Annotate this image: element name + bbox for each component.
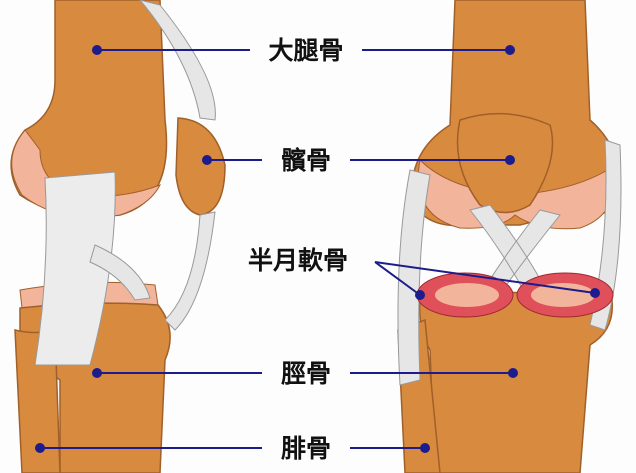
label-femur: 大腿骨 xyxy=(268,36,343,65)
side-collateral-ligament xyxy=(34,171,116,366)
side-cruciate-band xyxy=(89,244,151,301)
front-view-knee xyxy=(397,0,622,473)
front-tibia xyxy=(418,291,614,473)
label-tibia: 脛骨 xyxy=(281,359,331,388)
front-patella xyxy=(456,112,554,214)
front-lateral-ligament xyxy=(589,139,622,331)
side-patella xyxy=(175,117,226,216)
leader-dots xyxy=(35,45,600,453)
label-fibula: 腓骨 xyxy=(281,434,331,463)
label-meniscus: 半月軟骨 xyxy=(248,246,348,275)
front-meniscus-medial-inner xyxy=(435,283,499,307)
label-patella: 髕骨 xyxy=(281,146,331,175)
side-view-knee xyxy=(10,0,226,473)
front-meniscus-lateral-inner xyxy=(531,283,595,307)
front-medial-ligament xyxy=(397,169,431,386)
leader-lines xyxy=(40,49,596,449)
side-ligament-front xyxy=(139,0,216,121)
side-patellar-tendon xyxy=(164,211,216,331)
